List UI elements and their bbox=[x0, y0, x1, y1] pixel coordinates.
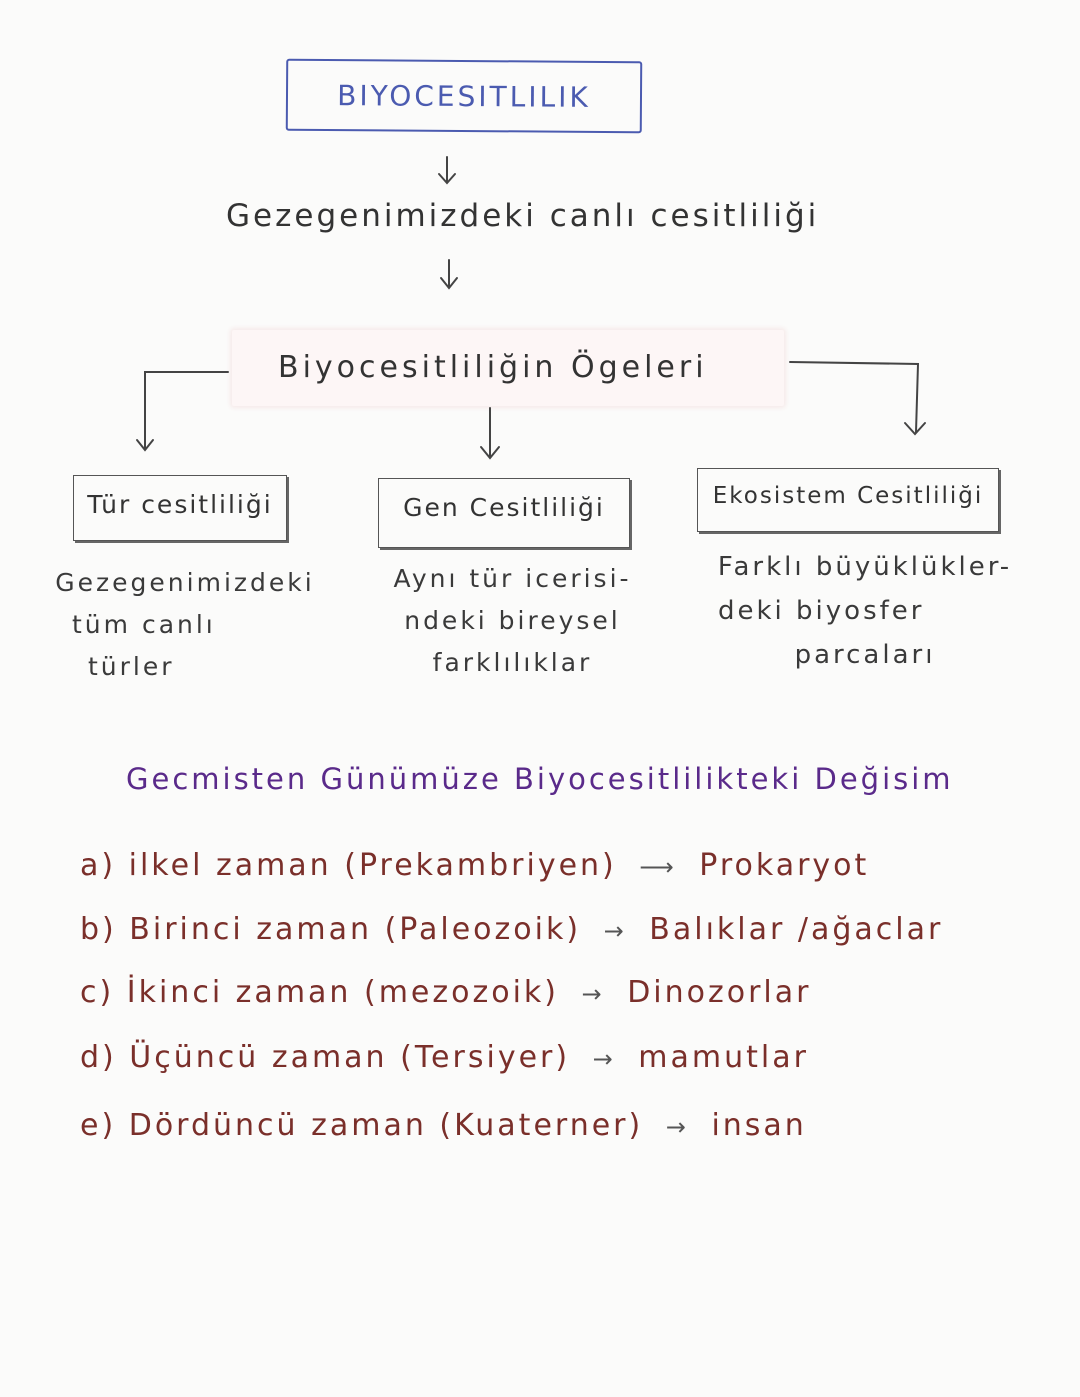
category-label: Tür cesitliliği bbox=[87, 490, 273, 519]
era-result: Balıklar /ağaclar bbox=[649, 912, 944, 947]
era-name: İkinci zaman bbox=[126, 975, 352, 1010]
description-line: Gezegenimizdeki bbox=[55, 568, 315, 597]
description-line: ndeki bireysel bbox=[404, 606, 621, 635]
description-line: parcaları bbox=[794, 640, 936, 670]
diagram-connectors bbox=[136, 156, 926, 460]
category-label: Ekosistem Cesitliliği bbox=[712, 483, 984, 509]
arrow-right-branch bbox=[789, 361, 920, 433]
era-row-b: b) Birinci zaman (Paleozoik) → Balıklar … bbox=[80, 912, 943, 947]
category-box-species: Tür cesitliliği bbox=[73, 475, 287, 541]
description-line: Farklı büyüklükler- bbox=[717, 552, 1013, 582]
era-period: (Kuaterner) bbox=[439, 1108, 644, 1143]
era-marker: b) bbox=[80, 912, 117, 947]
era-name: ilkel zaman bbox=[128, 848, 332, 883]
arrow-right-icon: ⟶ bbox=[639, 853, 677, 881]
era-period: (Tersiyer) bbox=[400, 1040, 571, 1075]
arrow-right-icon: → bbox=[592, 1045, 616, 1073]
description-line: tüm canlı bbox=[72, 610, 216, 639]
era-name: Üçüncü zaman bbox=[129, 1040, 388, 1075]
arrow-left-branch bbox=[144, 371, 229, 449]
era-result: insan bbox=[711, 1108, 807, 1143]
heading-highlight bbox=[232, 330, 784, 406]
arrow-right-icon: → bbox=[603, 917, 627, 945]
description-line: Aynı tür icerisi- bbox=[393, 564, 632, 593]
description-line: farklılıklar bbox=[432, 648, 593, 677]
description-line: deki biyosfer bbox=[718, 596, 925, 626]
era-marker: c) bbox=[80, 975, 115, 1010]
era-period: (Prekambriyen) bbox=[344, 848, 617, 883]
era-name: Birinci zaman bbox=[129, 912, 373, 947]
era-result: Dinozorlar bbox=[627, 975, 812, 1010]
definition-text: Gezegenimizdeki canlı cesitliliği bbox=[226, 198, 820, 234]
era-marker: d) bbox=[80, 1040, 117, 1075]
history-heading: Gecmisten Günümüze Biyocesitlilikteki De… bbox=[126, 762, 954, 796]
era-period: (mezozoik) bbox=[363, 975, 559, 1010]
era-row-c: c) İkinci zaman (mezozoik) → Dinozorlar bbox=[80, 975, 811, 1010]
era-period: (Paleozoik) bbox=[384, 912, 582, 947]
category-description-gene: Aynı tür icerisi- ndeki bireysel farklıl… bbox=[370, 558, 655, 684]
arrow-right-icon: → bbox=[581, 980, 605, 1008]
era-row-d: d) Üçüncü zaman (Tersiyer) → mamutlar bbox=[80, 1040, 809, 1075]
era-name: Dördüncü zaman bbox=[128, 1108, 427, 1143]
era-result: mamutlar bbox=[638, 1040, 809, 1075]
category-label: Gen Cesitliliği bbox=[403, 493, 605, 522]
category-box-ecosystem: Ekosistem Cesitliliği bbox=[697, 468, 999, 532]
category-box-gene: Gen Cesitliliği bbox=[378, 478, 630, 548]
category-description-species: Gezegenimizdeki tüm canlı türler bbox=[50, 562, 320, 688]
description-line: türler bbox=[88, 652, 175, 681]
era-marker: a) bbox=[80, 848, 117, 883]
era-row-a: a) ilkel zaman (Prekambriyen) ⟶ Prokaryo… bbox=[80, 848, 869, 883]
era-marker: e) bbox=[80, 1108, 117, 1143]
era-row-e: e) Dördüncü zaman (Kuaterner) → insan bbox=[80, 1108, 807, 1143]
era-result: Prokaryot bbox=[699, 848, 870, 883]
arrow-right-icon: → bbox=[665, 1113, 689, 1141]
category-description-ecosystem: Farklı büyüklükler- deki biyosfer parcal… bbox=[700, 545, 1030, 677]
elements-heading: Biyocesitliliğin Ögeleri bbox=[278, 350, 708, 385]
